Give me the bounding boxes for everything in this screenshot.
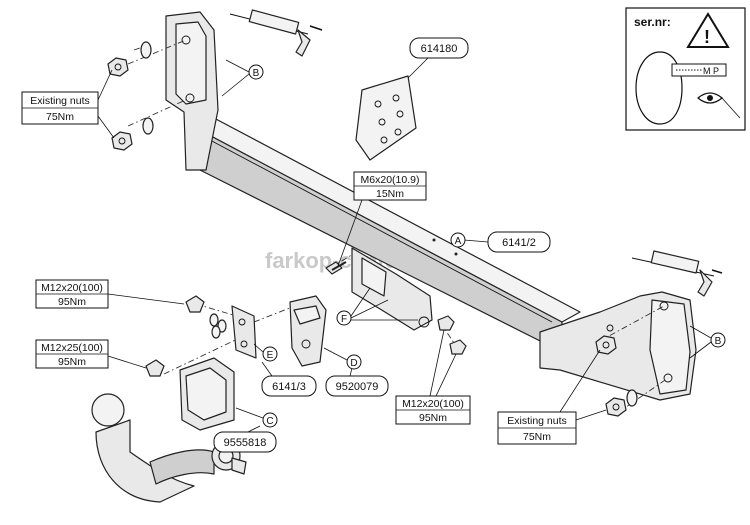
mounting-plate-f	[351, 247, 433, 331]
svg-text:F: F	[341, 314, 347, 325]
warning-triangle-icon: !	[686, 12, 730, 48]
washer-right-lower	[626, 389, 638, 407]
callout-m12x25: M12x25(100) 95Nm	[35, 339, 147, 369]
part-number-socket-plate-d: 9520079	[325, 367, 389, 397]
left-side-bracket	[165, 11, 219, 171]
m6-bolt-title: M6x20(10.9)	[361, 174, 420, 186]
svg-text:D: D	[350, 358, 357, 369]
m12x25-torque: 95Nm	[58, 356, 86, 368]
bolt-m12x25	[145, 359, 165, 377]
marker-a: A	[450, 232, 466, 248]
existing-nuts-left-torque: 75Nm	[46, 111, 74, 123]
svg-text:B: B	[253, 68, 260, 79]
m12x20-left-torque: 95Nm	[58, 296, 86, 308]
bolt-m12-right-lower	[449, 339, 467, 355]
serial-plate	[671, 63, 727, 77]
marker-d: D	[323, 347, 362, 370]
kit-label: 614180	[355, 37, 469, 161]
plate-outline	[635, 51, 683, 125]
m12x20-right-title: M12x20(100)	[402, 398, 464, 410]
socket-plate-number: 9520079	[336, 381, 379, 393]
serial-label: ser.nr:	[634, 15, 671, 29]
existing-nuts-left-title: Existing nuts	[30, 95, 90, 107]
marker-b-right: B	[689, 325, 726, 359]
svg-text:C: C	[266, 416, 273, 427]
ball-neck-c	[91, 357, 247, 503]
sealant-gun-left	[229, 9, 323, 57]
marker-f: F	[336, 287, 418, 326]
m6-bolt-torque: 15Nm	[376, 188, 404, 200]
hardware-bag	[355, 75, 417, 161]
svg-text:A: A	[455, 236, 462, 247]
washer-left-upper	[140, 41, 152, 59]
existing-nuts-right-torque: 75Nm	[523, 431, 551, 443]
sealant-gun-right	[631, 250, 723, 297]
callout-m12x20-left: M12x20(100) 95Nm	[35, 279, 185, 309]
nut-right-lower	[605, 397, 627, 417]
socket-plate-d	[289, 295, 327, 367]
svg-text:B: B	[715, 336, 722, 347]
marker-b-left: B	[221, 59, 264, 97]
serial-number-panel: ser.nr: ! M P	[625, 7, 746, 131]
m12x25-title: M12x25(100)	[41, 342, 103, 354]
callout-m6-bolt: M6x20(10.9) 15Nm	[337, 171, 427, 267]
kit-label-text: 614180	[421, 43, 458, 55]
svg-text:E: E	[267, 350, 274, 361]
marker-e: E	[253, 343, 278, 362]
part-number-ball-c: 9555818	[213, 425, 277, 453]
m12x20-right-torque: 95Nm	[419, 412, 447, 424]
nut-right-upper	[595, 335, 617, 355]
plate-text: M P	[703, 66, 719, 76]
part-number-bracket-e: 6141/3	[261, 361, 317, 397]
right-side-bracket	[539, 291, 697, 401]
m12x20-left-title: M12x20(100)	[41, 282, 103, 294]
nut-left-upper	[107, 57, 129, 77]
eye-icon	[697, 92, 741, 119]
callout-m12x20-right: M12x20(100) 95Nm	[395, 329, 471, 425]
main-bar-number: 6141/2	[502, 237, 536, 249]
bracket-e-number: 6141/3	[272, 381, 306, 393]
part-number-main-bar: 6141/2	[463, 231, 551, 253]
washer-left-lower	[142, 117, 154, 135]
washer-stack	[209, 313, 227, 339]
ball-number: 9555818	[224, 437, 267, 449]
bolt-m12-right-upper	[437, 315, 455, 331]
callout-existing-nuts-right: Existing nuts 75Nm	[497, 349, 607, 445]
main-cross-bar	[195, 117, 581, 353]
existing-nuts-right-title: Existing nuts	[507, 415, 567, 427]
bracket-e	[231, 305, 257, 359]
bolt-m12x20-left	[185, 295, 205, 313]
nut-left-lower	[111, 131, 133, 151]
warning-mark: !	[704, 27, 710, 47]
callout-existing-nuts-left: Existing nuts 75Nm	[21, 69, 115, 139]
marker-c: C	[235, 407, 278, 428]
